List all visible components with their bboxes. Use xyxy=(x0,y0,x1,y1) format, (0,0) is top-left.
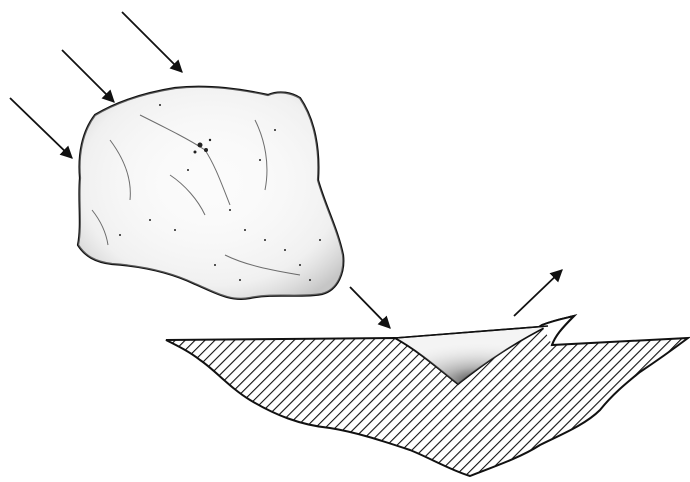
particle-shading xyxy=(78,87,343,299)
hatched-surface xyxy=(166,316,688,476)
impact-arrow xyxy=(350,287,390,328)
rebound-arrow xyxy=(514,270,562,316)
incoming-arrow-middle xyxy=(62,50,114,102)
incoming-arrow-bottom xyxy=(10,98,72,158)
incoming-arrow-top xyxy=(122,12,182,72)
abrasive-particle xyxy=(78,87,343,299)
